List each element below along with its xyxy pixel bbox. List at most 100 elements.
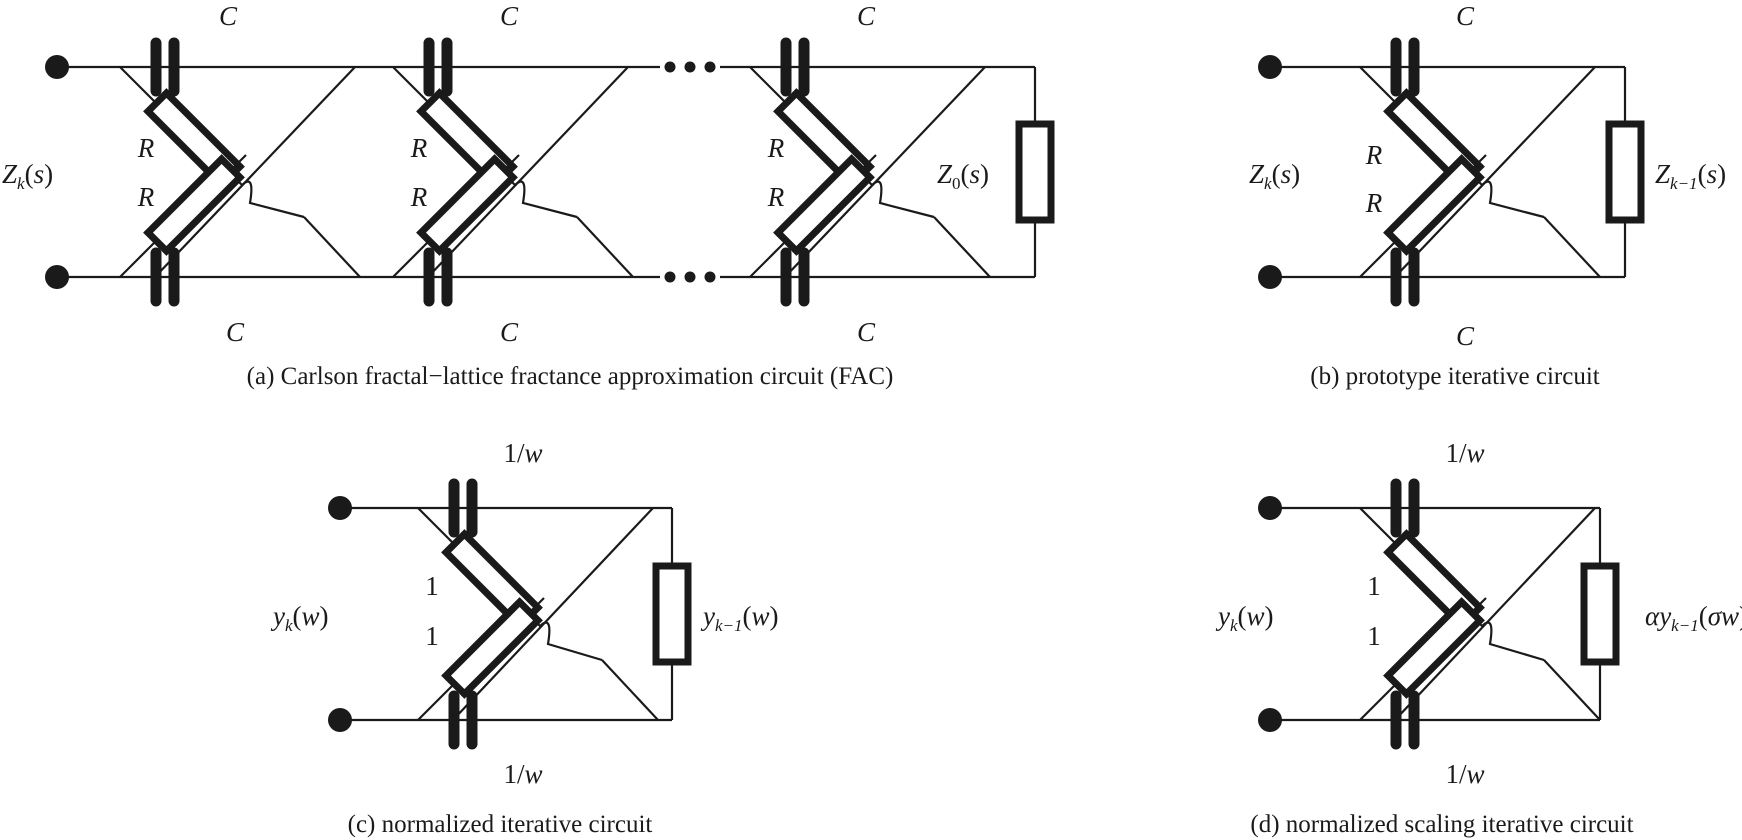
lattice-stage-2-resistor-lower xyxy=(416,154,518,256)
label-r-upper-2: R xyxy=(410,133,428,163)
panel-c-labels: 1/w 1/w 1 1 yk(w) yk−1(w) xyxy=(270,438,779,789)
label-yk-input-d: yk(w) xyxy=(1215,601,1274,635)
lattice-stage-3-res1-lead-b-hop xyxy=(861,174,935,219)
lattice-stage-1-cap-top xyxy=(150,37,180,97)
label-zk-input-b: Zk(s) xyxy=(1249,159,1300,193)
lattice-stage-b-cap-top xyxy=(1390,37,1420,97)
lattice-stage-d-resistor-lower xyxy=(1383,597,1485,699)
lattice-stage-1-diag-up xyxy=(154,66,356,278)
load-z0-a-box xyxy=(1015,120,1055,224)
lattice-stage-c-resistor-lower xyxy=(441,597,543,699)
lattice-stage-c-res2-lead-b xyxy=(529,597,545,613)
ellipsis-dot-top-3 xyxy=(704,61,716,73)
lattice-stage-2-cap-top xyxy=(423,37,453,97)
lattice-stage-1-diag-down-tail xyxy=(303,216,361,278)
lattice-stage-3-diag-up xyxy=(784,66,986,278)
lattice-stage-d-diag-up xyxy=(1394,507,1596,721)
lattice-stage-b-res2-lead-a xyxy=(1359,240,1397,278)
lattice-stage-2-res1-lead-a xyxy=(392,66,430,104)
lattice-stage-c xyxy=(417,478,659,750)
label-c-top-3: C xyxy=(857,1,876,31)
lattice-stage-1-res2-lead-b xyxy=(231,154,247,170)
ellipsis-dot-bottom-3 xyxy=(704,271,716,283)
label-c-bottom-1: C xyxy=(226,317,245,347)
lattice-stage-b-res2-lead-b xyxy=(1471,154,1487,170)
lattice-stage-1-res1-lead-b-hop xyxy=(231,174,305,219)
label-yk1-load-c: yk−1(w) xyxy=(700,601,779,635)
label-c-top-b: C xyxy=(1456,1,1475,31)
lattice-stage-3-res1-lead-a xyxy=(749,66,787,104)
lattice-stage-3-diag-down-tail xyxy=(933,216,991,278)
load-ayk1-d xyxy=(1580,508,1620,720)
lattice-stage-d-cap-top xyxy=(1390,478,1420,538)
lattice-stage-2-diag-up xyxy=(427,66,629,278)
label-1w-bottom-d: 1/w xyxy=(1445,759,1484,789)
label-one-lower-c: 1 xyxy=(425,621,439,651)
caption-panel-d: (d) normalized scaling iterative circuit xyxy=(1250,811,1633,838)
ellipsis-dot-top-2 xyxy=(684,61,696,73)
lattice-stage-2 xyxy=(392,37,634,307)
label-zk1-load-b: Zk−1(s) xyxy=(1655,159,1726,193)
panel-b-circuit xyxy=(1258,37,1645,307)
label-c-bottom-3: C xyxy=(857,317,876,347)
lattice-stage-2-res1-lead-b-hop xyxy=(504,174,578,219)
label-1w-bottom-c: 1/w xyxy=(503,759,542,789)
load-zk1-b-box xyxy=(1605,120,1645,224)
label-ayk1-load-d: αyk−1(σw) xyxy=(1645,601,1742,635)
label-1w-top-d: 1/w xyxy=(1445,438,1484,468)
lattice-stage-b-diag-down-tail xyxy=(1543,216,1601,278)
lattice-stage-b-res1-lead-a xyxy=(1359,66,1397,104)
label-one-upper-d: 1 xyxy=(1367,571,1381,601)
panel-d-circuit xyxy=(1258,478,1620,750)
label-zk-input-a: Zk(s) xyxy=(2,159,53,193)
lattice-stage-c-diag-down-tail xyxy=(601,659,659,721)
lattice-stage-c-cap-top xyxy=(448,478,478,538)
panel-a-labels: C C C C C C R R R R R R Zk(s) Z0(s) xyxy=(2,1,989,347)
label-1w-top-c: 1/w xyxy=(503,438,542,468)
label-c-top-1: C xyxy=(219,1,238,31)
lattice-stage-d-res2-lead-a xyxy=(1359,683,1397,721)
lattice-stage-3-res2-lead-b xyxy=(861,154,877,170)
label-r-upper-b: R xyxy=(1365,140,1383,170)
lattice-stage-c-diag-up xyxy=(452,507,654,721)
label-c-bottom-b: C xyxy=(1456,321,1475,351)
label-c-bottom-2: C xyxy=(500,317,519,347)
label-one-upper-c: 1 xyxy=(425,571,439,601)
lattice-stage-1-res1-lead-a xyxy=(119,66,157,104)
lattice-stage-2-diag-down-tail xyxy=(576,216,634,278)
lattice-stage-1-resistor-lower xyxy=(143,154,245,256)
ellipsis-dot-bottom-1 xyxy=(664,271,676,283)
label-r-lower-1: R xyxy=(137,182,155,212)
label-c-top-2: C xyxy=(500,1,519,31)
lattice-stage-3-cap-top xyxy=(780,37,810,97)
label-z0-load-a: Z0(s) xyxy=(937,159,989,193)
label-yk-input-c: yk(w) xyxy=(270,601,329,635)
lattice-stage-b-res1-lead-b-hop xyxy=(1471,174,1545,219)
lattice-stage-1-res2-lead-a xyxy=(119,240,157,278)
ellipsis-dot-top-1 xyxy=(664,61,676,73)
ellipsis-dot-bottom-2 xyxy=(684,271,696,283)
lattice-stage-c-res1-lead-a xyxy=(417,507,455,545)
label-one-lower-d: 1 xyxy=(1367,621,1381,651)
lattice-stage-c-res2-lead-a xyxy=(417,683,455,721)
panel-d-labels: 1/w 1/w 1 1 yk(w) αyk−1(σw) xyxy=(1215,438,1742,789)
label-r-upper-1: R xyxy=(137,133,155,163)
panel-a-circuit xyxy=(45,37,1055,307)
lattice-stage-d-diag-down-tail xyxy=(1543,659,1601,721)
lattice-stage-d-res1-lead-a xyxy=(1359,507,1397,545)
lattice-stage-d xyxy=(1359,478,1601,750)
lattice-stage-b xyxy=(1359,37,1601,307)
panel-b-labels: C C R R Zk(s) Zk−1(s) xyxy=(1249,1,1726,351)
load-yk1-c-box xyxy=(652,562,692,666)
lattice-stage-3 xyxy=(749,37,991,307)
lattice-stage-b-resistor-lower xyxy=(1383,154,1485,256)
label-r-lower-2: R xyxy=(410,182,428,212)
load-ayk1-d-box xyxy=(1580,562,1620,666)
lattice-stage-2-res2-lead-b xyxy=(504,154,520,170)
label-r-upper-3: R xyxy=(767,133,785,163)
load-zk1-b xyxy=(1605,67,1645,277)
caption-panel-c: (c) normalized iterative circuit xyxy=(348,811,653,838)
lattice-stage-b-diag-up xyxy=(1394,66,1596,278)
label-r-lower-b: R xyxy=(1365,188,1383,218)
